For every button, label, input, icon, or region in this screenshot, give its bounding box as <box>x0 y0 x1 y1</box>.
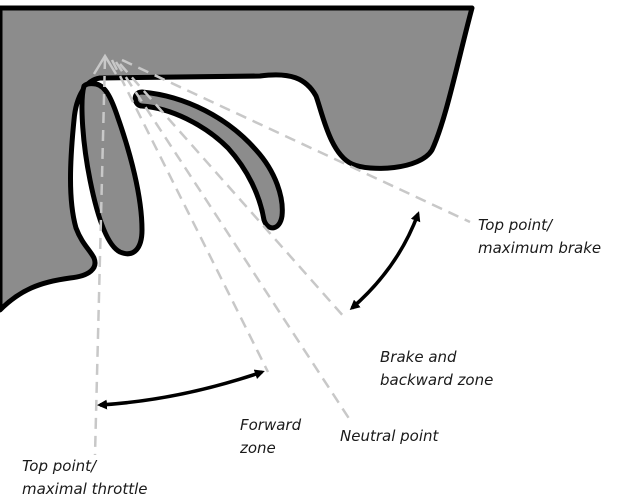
brake-arm <box>132 89 285 231</box>
label-brake-backward-1: Brake and <box>380 348 457 366</box>
guide-forward-zone <box>110 59 270 373</box>
label-top-point-brake-2: maximum brake <box>478 239 601 257</box>
lever-housing <box>0 5 475 313</box>
label-top-point-throttle-2: maximal throttle <box>22 480 147 498</box>
label-brake-backward-2: backward zone <box>380 371 493 389</box>
label-forward-zone-1: Forward <box>240 416 302 434</box>
label-forward-zone-2: zone <box>239 439 276 457</box>
guide-max-throttle <box>93 57 107 456</box>
control-lever <box>79 81 145 257</box>
guide-max-brake <box>121 58 471 224</box>
forward-zone-range-arrow <box>97 369 265 410</box>
guide-neutral-point <box>114 61 352 421</box>
label-neutral-point: Neutral point <box>340 427 440 445</box>
label-top-point-throttle-1: Top point/ <box>22 457 98 475</box>
label-top-point-brake-1: Top point/ <box>478 216 554 234</box>
guide-arrowhead-icon <box>92 53 118 75</box>
brake-zone-range-arrow <box>349 211 421 310</box>
guide-brake-backward <box>119 63 346 319</box>
